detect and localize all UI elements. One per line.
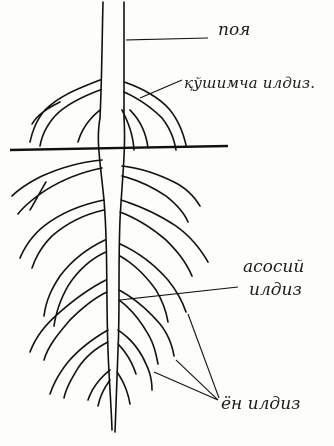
main-root-label-line2: илдиз (249, 282, 302, 299)
lateral-root-label: ён илдиз (221, 396, 300, 413)
lateral-roots-left-drawing (12, 160, 110, 406)
main-root-leader (120, 287, 238, 300)
adventitious-roots-drawing (30, 80, 186, 150)
stem-label: поя (218, 22, 250, 39)
main-root-drawing (98, 118, 124, 432)
adventitious-root-label: қўшимча илдиз. (184, 76, 315, 91)
lateral-roots-right-drawing (117, 166, 208, 404)
adventitious-leader (140, 80, 182, 98)
stem-leader (126, 38, 208, 40)
main-root-label-line1: асосий (243, 259, 304, 276)
lateral-leader-1 (154, 372, 218, 400)
soil-line (10, 146, 228, 150)
lateral-leader-3 (188, 314, 219, 398)
lateral-leader-2 (176, 360, 218, 400)
stem-drawing (100, 2, 124, 118)
leader-lines (120, 38, 238, 400)
